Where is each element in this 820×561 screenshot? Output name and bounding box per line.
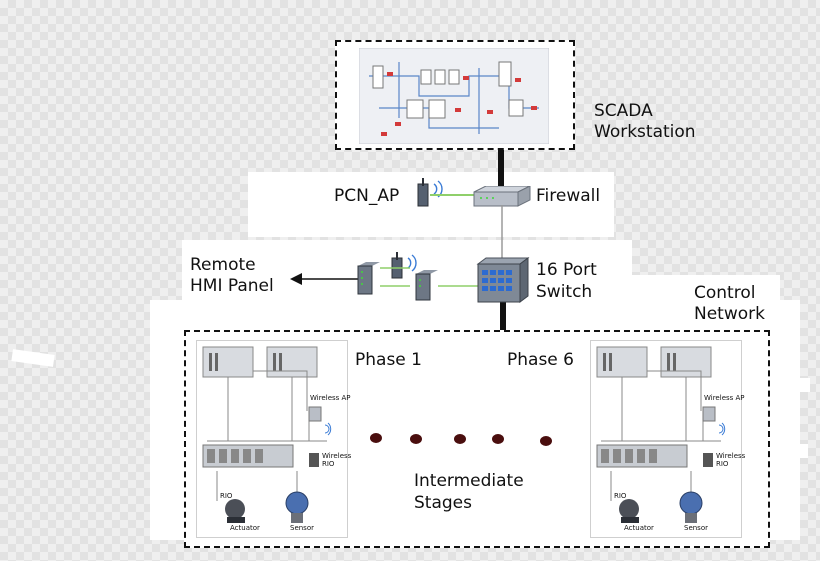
firewall-switch-link	[501, 205, 503, 259]
background-band-top	[248, 172, 614, 237]
backbone-line-switch-control	[500, 302, 506, 332]
intermediate-stages-label-line1: Intermediate	[414, 471, 524, 491]
firewall-device-icon	[473, 186, 531, 207]
switch-label-line1: 16 Port	[536, 260, 597, 280]
switch-label-line2: Switch	[536, 282, 593, 302]
stray-white-mark-right-2	[786, 444, 808, 458]
phase-6-panel-drawing	[596, 346, 726, 523]
backbone-line-scada-firewall	[498, 148, 504, 188]
phase-6-rio-label: RIO	[614, 492, 627, 500]
scada-process-screen	[359, 48, 549, 144]
sixteen-port-switch-icon	[476, 257, 530, 303]
phase-1-rio-label: RIO	[220, 492, 233, 500]
pcn-firewall-link	[430, 194, 480, 196]
phase-6-sensor-label: Sensor	[684, 524, 708, 532]
phase-1-wireless-rio-label-2: RIO	[322, 460, 335, 468]
pcn-ap-label: PCN_AP	[334, 186, 400, 206]
phase-6-wireless-rio-label-2: RIO	[716, 460, 729, 468]
phase-6-actuator-label: Actuator	[624, 524, 654, 532]
phase-1-wireless-ap-label: Wireless AP	[310, 394, 351, 402]
hmi-router-icon	[415, 270, 438, 301]
intermediate-stages-label-line2: Stages	[414, 493, 472, 513]
hmi-switch-small-icon	[357, 262, 380, 295]
control-network-label-line1: Control	[694, 283, 756, 303]
control-network-label-line2: Network	[694, 304, 765, 324]
phase-6-panel	[590, 340, 742, 538]
phase-1-label: Phase 1	[355, 350, 422, 370]
remote-hmi-arrow	[290, 273, 360, 285]
phase-6-label: Phase 6	[507, 350, 574, 370]
phase-1-actuator-label: Actuator	[230, 524, 260, 532]
remote-hmi-label-line1: Remote	[190, 255, 256, 275]
stray-white-mark-left	[11, 349, 55, 367]
phase-1-panel-drawing	[202, 346, 332, 523]
hmi-green-link	[380, 267, 480, 287]
phase-6-wireless-ap-label: Wireless AP	[704, 394, 745, 402]
firewall-label: Firewall	[536, 186, 601, 206]
stray-white-mark-right	[772, 378, 810, 392]
phase-1-panel	[196, 340, 348, 538]
scada-label-line1: SCADA	[594, 101, 653, 121]
intermediate-stages-dots	[370, 433, 552, 446]
phase-1-sensor-label: Sensor	[290, 524, 314, 532]
remote-hmi-label-line2: HMI Panel	[190, 276, 274, 296]
phase-1-wireless-rio-label-1: Wireless	[322, 452, 352, 460]
scada-workstation-box	[335, 40, 575, 150]
phase-6-wireless-rio-label-1: Wireless	[716, 452, 746, 460]
scada-label-line2: Workstation	[594, 122, 696, 142]
